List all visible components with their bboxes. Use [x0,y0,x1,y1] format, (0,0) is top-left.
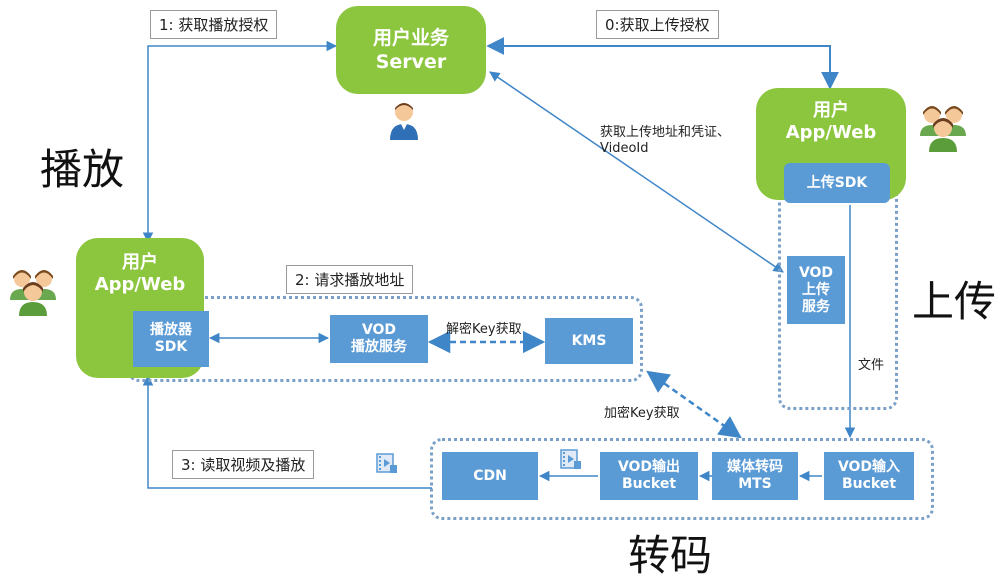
play-users-icon [10,270,56,316]
arrow-step0 [486,37,839,90]
server-node: 用户业务 Server [336,6,486,94]
upload-address-line-2: VideoId [600,141,649,156]
vod-output-label-1: VOD输出 [617,459,681,475]
cdn-node: CDN [442,452,538,500]
vod-output-label-2: Bucket [621,476,677,492]
video-file-icon [376,453,397,473]
upload-users-icon [920,106,966,152]
video-file-icon-transcode [560,449,581,469]
server-admin-person-icon [390,103,418,140]
play-user-label-2: App/Web [94,274,186,295]
vod-input-label-2: Bucket [841,476,897,492]
vod-upload-label-3: 服务 [802,298,830,315]
upload-address-line-1: 获取上传地址和凭证、 [600,125,731,140]
upload-user-label-2: App/Web [785,122,877,143]
section-transcode: 转码 [628,531,713,580]
kms-label: KMS [571,332,607,349]
arrow-step1 [142,40,338,244]
mts-label-1: 媒体转码 [727,459,783,475]
server-label-2: Server [375,51,447,73]
mts-node: 媒体转码 MTS [712,452,798,500]
step3-label: 3: 读取视频及播放 [172,450,315,479]
arrow-upload-address [489,71,784,273]
player-sdk-node: 播放器 SDK [133,311,209,367]
vod-upload-label-2: 上传 [802,281,830,298]
play-user-label-1: 用户 [122,252,158,273]
arrow-encrypt-key [646,370,742,439]
upload-address-annotation: 获取上传地址和凭证、 VideoId [600,125,730,157]
vod-input-bucket-node: VOD输入 Bucket [824,452,914,500]
vod-play-label-1: VOD [361,322,397,338]
arrow-step3 [142,374,432,489]
player-sdk-label-1: 播放器 [150,322,192,338]
step0-label: 0:获取上传授权 [596,10,719,39]
player-sdk-label-2: SDK [154,339,188,355]
upload-sdk-label: 上传SDK [806,174,868,191]
vod-play-label-2: 播放服务 [351,339,407,355]
vod-upload-service-node: VOD 上传 服务 [787,256,845,324]
vod-input-label-1: VOD输入 [837,459,901,475]
step2-label: 2: 请求播放地址 [286,265,414,294]
vod-play-service-node: VOD 播放服务 [330,315,428,363]
encrypt-key-label: 加密Key获取 [604,406,680,421]
section-upload: 上传 [912,277,997,326]
transcode-group [430,438,934,520]
mts-label-2: MTS [738,476,772,492]
decrypt-key-label: 解密Key获取 [446,322,522,337]
step1-label: 1: 获取播放授权 [150,10,278,39]
server-label-1: 用户业务 [372,27,449,49]
section-play: 播放 [40,145,125,194]
kms-node: KMS [545,318,633,364]
vod-output-bucket-node: VOD输出 Bucket [600,452,698,500]
upload-user-label-1: 用户 [813,100,849,121]
file-label: 文件 [858,358,885,373]
vod-upload-label-1: VOD [798,264,834,281]
upload-sdk-node: 上传SDK [784,163,890,203]
cdn-label: CDN [473,467,507,484]
